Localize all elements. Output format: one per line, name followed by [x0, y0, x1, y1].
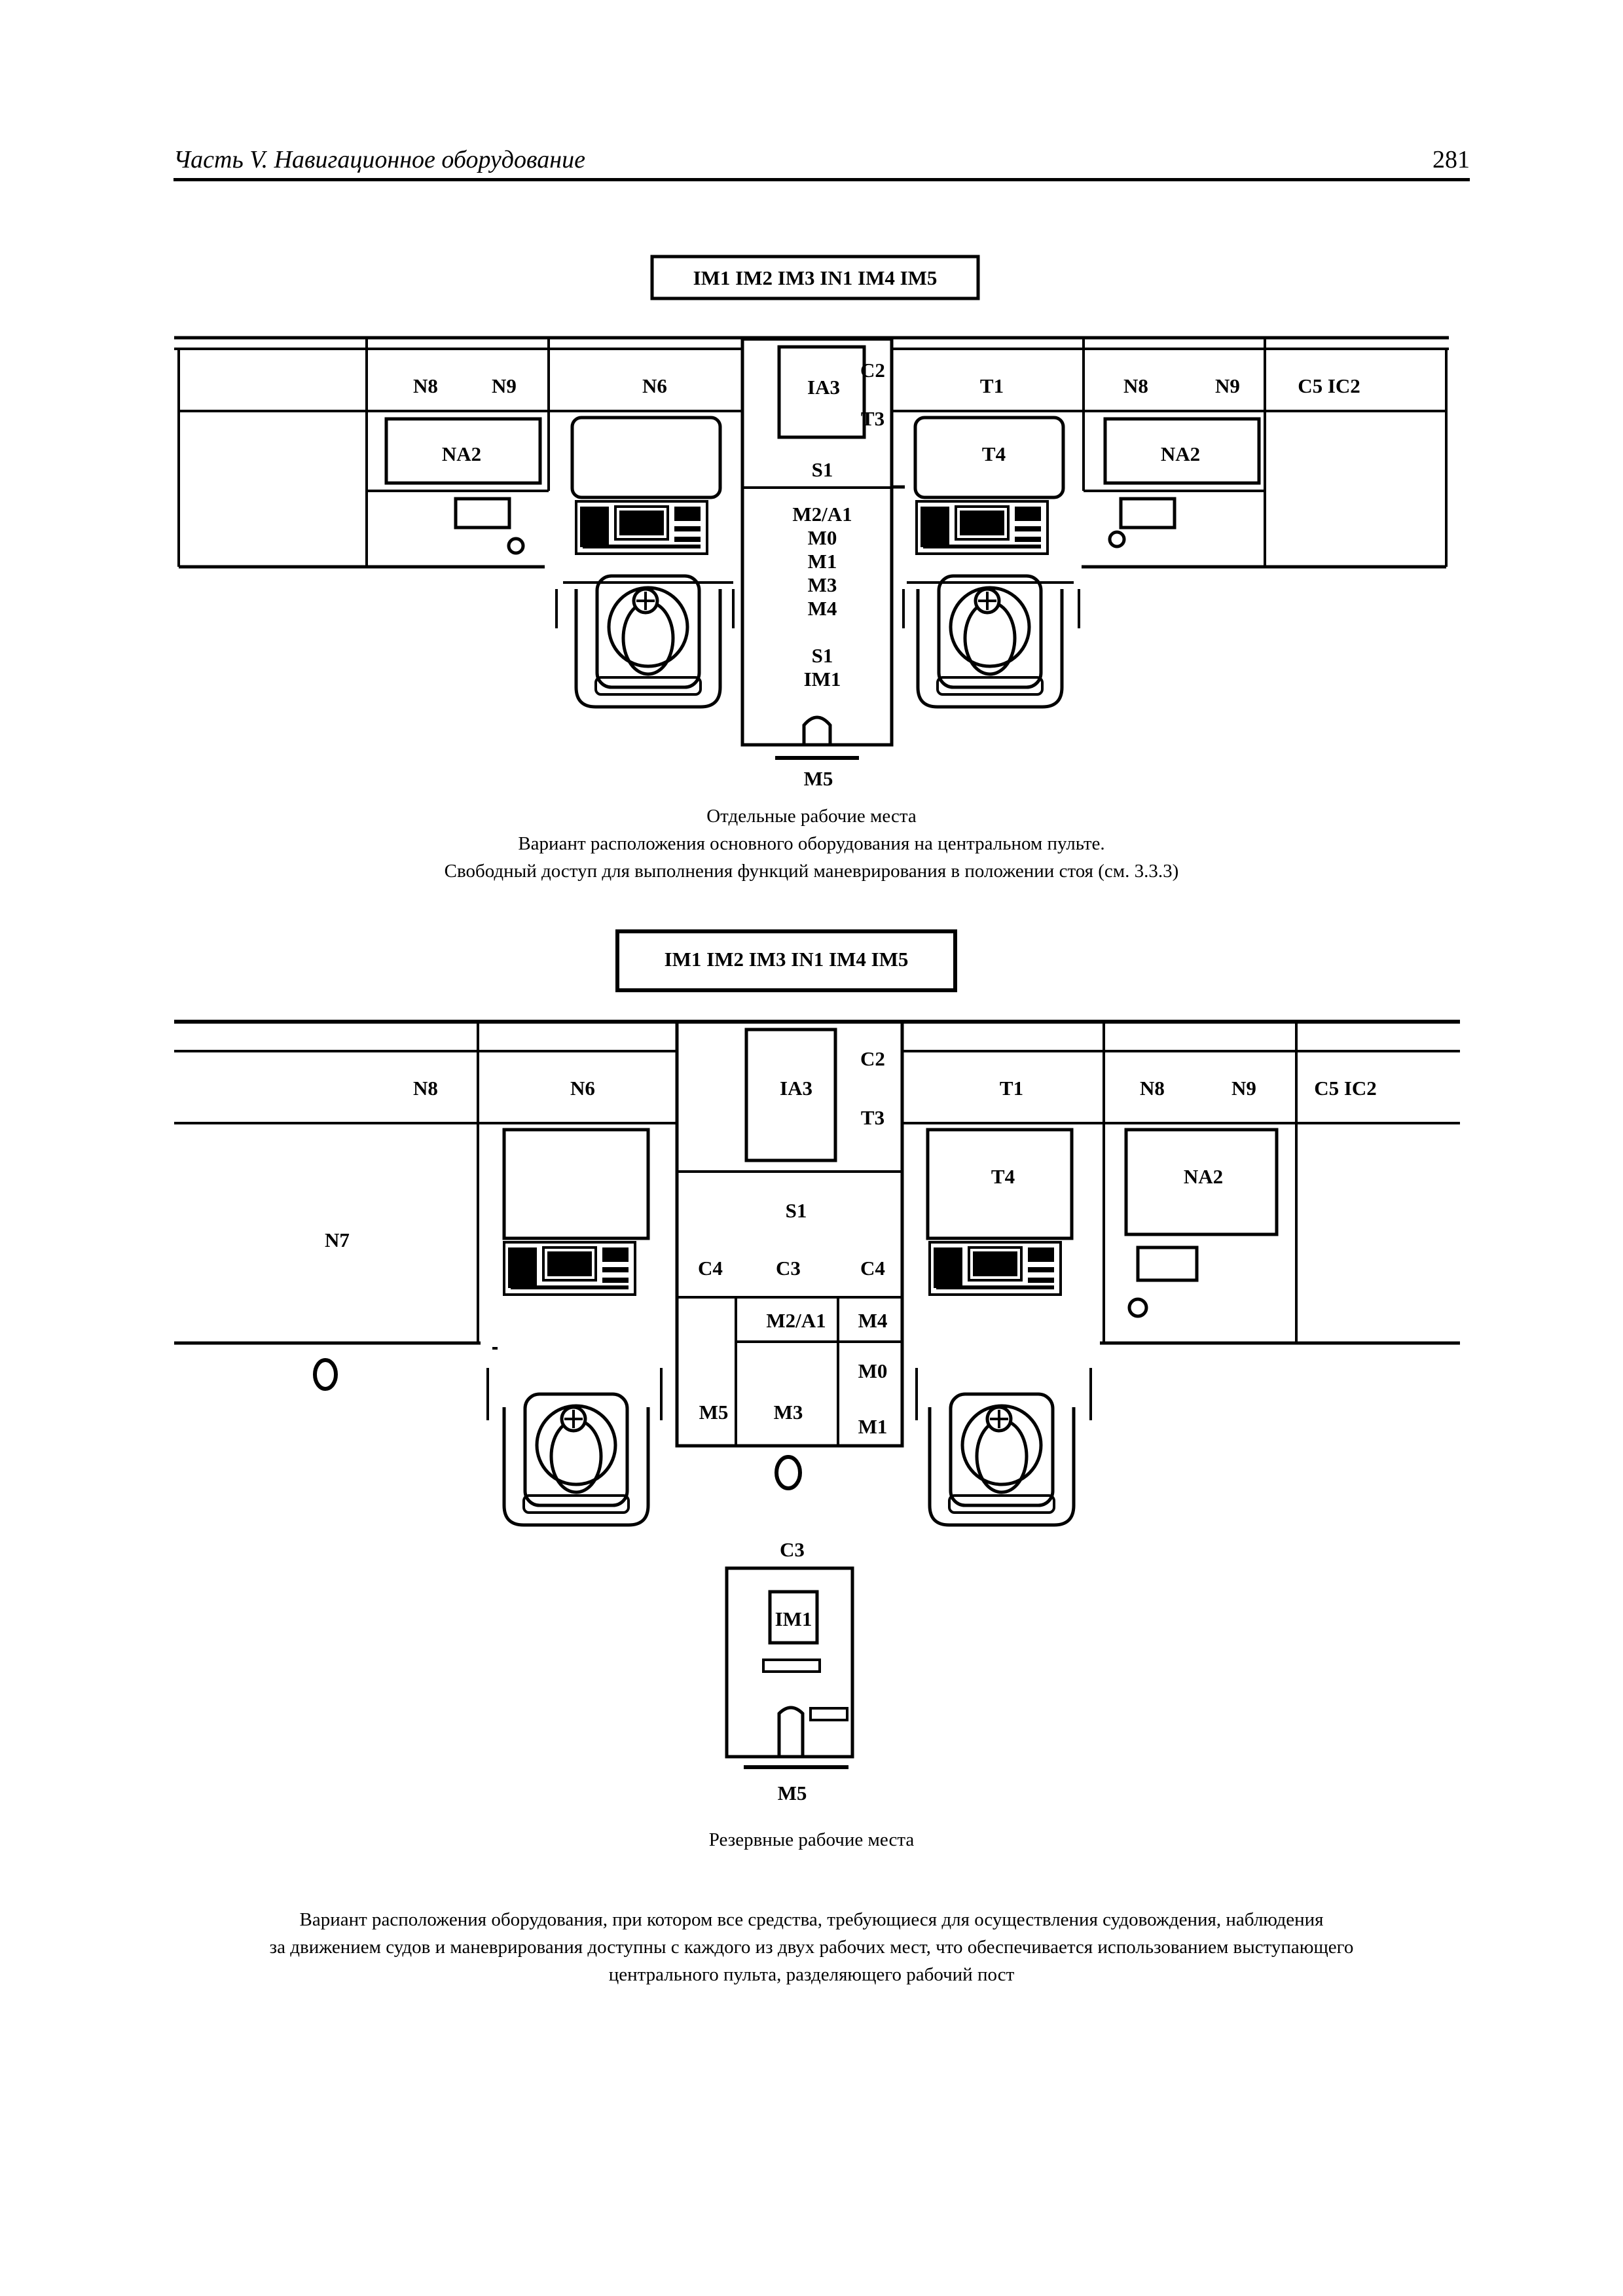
label-m5-2: M5	[699, 1401, 729, 1424]
footer-caption-line: центрального пульта, разделяющего рабочи…	[608, 1964, 1015, 1985]
label-ia3: IA3	[807, 376, 840, 399]
header-title: Часть V. Навигационное оборудование	[173, 146, 585, 173]
label-n8-left: N8	[413, 374, 438, 397]
diagram-2: IM1 IM2 IM3 IN1 IM4 IM5	[174, 929, 1460, 1804]
label-im1: IM1	[804, 668, 841, 691]
label-c2: C2	[860, 359, 885, 382]
label-t4-2: T4	[991, 1165, 1015, 1188]
label-na2-2: NA2	[1184, 1165, 1223, 1188]
label-c4-left: C4	[698, 1257, 723, 1280]
label-m4-2: M4	[858, 1309, 888, 1332]
label-c4-right: C4	[860, 1257, 885, 1280]
diagram-1: IM1 IM2 IM3 IN1 IM4 IM5	[174, 255, 1449, 790]
label-n7: N7	[325, 1229, 350, 1251]
page-number: 281	[1432, 146, 1470, 173]
label-c3-bottom: C3	[780, 1538, 805, 1561]
central-console	[740, 337, 894, 747]
label-m2a1-2: M2/A1	[766, 1309, 826, 1332]
label-t1-2: T1	[1000, 1077, 1023, 1100]
label-n8-right-2: N8	[1140, 1077, 1165, 1100]
label-n9-left: N9	[492, 374, 517, 397]
label-c5-ic2-2: C5 IC2	[1314, 1077, 1377, 1100]
backup-station	[725, 1566, 854, 1759]
label-m0-2: M0	[858, 1359, 888, 1382]
label-s1-bottom: S1	[812, 644, 833, 667]
top-indicators-label: IM1 IM2 IM3 IN1 IM4 IM5	[693, 266, 938, 289]
footer-caption: Вариант расположения оборудования, при к…	[0, 1906, 1623, 1988]
label-s1-2: S1	[786, 1199, 807, 1222]
central-console-2	[675, 1020, 904, 1448]
label-m1: M1	[808, 550, 837, 573]
label-im1-2: IM1	[775, 1607, 812, 1630]
label-m3-2: M3	[774, 1401, 803, 1424]
caption-line: Отдельные рабочие места	[706, 806, 917, 827]
label-n6: N6	[642, 374, 667, 397]
label-m5: M5	[804, 767, 833, 790]
label-m0: M0	[808, 526, 837, 549]
top-indicators-label-2: IM1 IM2 IM3 IN1 IM4 IM5	[665, 948, 909, 971]
label-t3-2: T3	[861, 1106, 884, 1129]
label-na2-right: NA2	[1161, 442, 1200, 465]
top-indicators-box-2	[615, 929, 957, 992]
label-m1-2: M1	[858, 1415, 888, 1438]
label-m3: M3	[808, 573, 837, 596]
caption-line: Свободный доступ для выполнения функций …	[444, 861, 1179, 882]
label-t4: T4	[982, 442, 1006, 465]
label-c3-2: C3	[776, 1257, 801, 1280]
top-indicators-box	[650, 255, 980, 300]
footer-caption-line: за движением судов и маневрирования дост…	[269, 1937, 1354, 1958]
label-c5-ic2: C5 IC2	[1298, 374, 1360, 397]
caption-line: Резервные рабочие места	[708, 1829, 915, 1850]
label-m4: M4	[808, 597, 837, 620]
label-n9-right: N9	[1215, 374, 1240, 397]
label-m2a1: M2/A1	[792, 503, 852, 526]
label-n9-right-2: N9	[1231, 1077, 1256, 1100]
label-s1-top: S1	[812, 458, 833, 481]
label-t3: T3	[861, 407, 884, 430]
label-ia3-2: IA3	[780, 1077, 812, 1100]
diagram-1-caption: Отдельные рабочие места Вариант располож…	[0, 802, 1623, 885]
label-n8: N8	[413, 1077, 438, 1100]
label-n8-right: N8	[1123, 374, 1148, 397]
label-na2-left: NA2	[442, 442, 481, 465]
diagram-2-caption: Резервные рабочие места	[0, 1826, 1623, 1854]
footer-caption-line: Вариант расположения оборудования, при к…	[299, 1909, 1324, 1930]
label-n6-2: N6	[570, 1077, 595, 1100]
page-header: Часть V. Навигационное оборудование 281	[173, 145, 1470, 181]
caption-line: Вариант расположения основного оборудова…	[518, 833, 1105, 854]
label-c2-2: C2	[860, 1047, 885, 1070]
label-m5-bottom: M5	[778, 1782, 807, 1804]
label-t1: T1	[980, 374, 1004, 397]
